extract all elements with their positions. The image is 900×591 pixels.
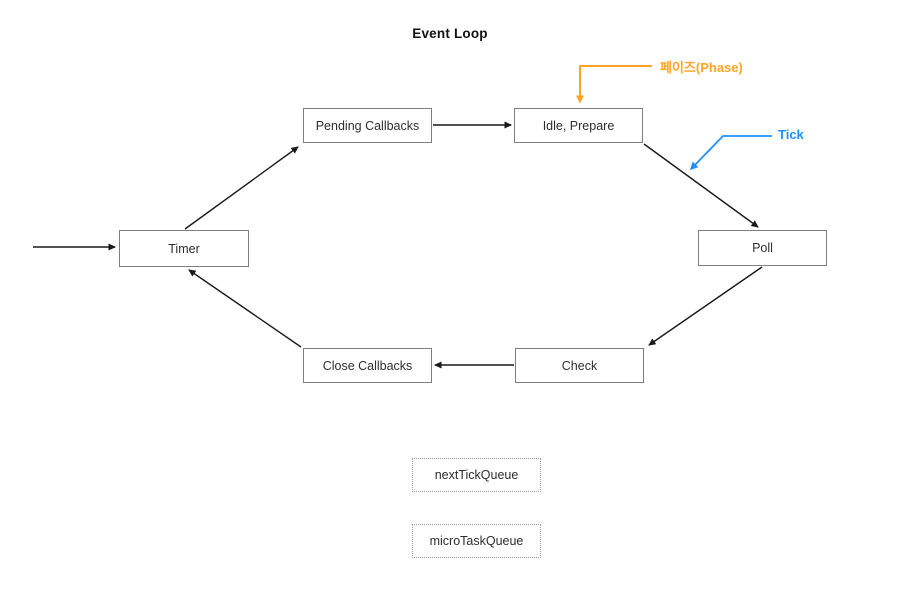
phase-callout-line — [576, 65, 652, 104]
node-timer: Timer — [119, 230, 249, 267]
arrow-timer-to-pending-callbacks — [184, 146, 299, 230]
node-poll: Poll — [698, 230, 827, 266]
node-pending-callbacks: Pending Callbacks — [303, 108, 432, 143]
node-close-callbacks: Close Callbacks — [303, 348, 432, 383]
queue-next-tick: nextTickQueue — [412, 458, 541, 492]
node-timer-label: Timer — [168, 241, 200, 256]
arrow-idle-prepare-to-poll — [643, 143, 759, 228]
arrow-poll-to-check — [648, 266, 763, 346]
tick-callout-line — [689, 135, 772, 171]
node-poll-label: Poll — [752, 241, 773, 255]
node-check: Check — [515, 348, 644, 383]
queue-next-tick-label: nextTickQueue — [434, 468, 519, 482]
node-pending-callbacks-label: Pending Callbacks — [315, 118, 420, 133]
queue-micro-task-label: microTaskQueue — [429, 534, 524, 548]
node-check-label: Check — [561, 358, 598, 373]
node-idle-prepare: Idle, Prepare — [514, 108, 643, 143]
diagram-title: Event Loop — [412, 26, 488, 41]
node-idle-prepare-label: Idle, Prepare — [542, 118, 615, 133]
queue-micro-task: microTaskQueue — [412, 524, 541, 558]
node-close-callbacks-label: Close Callbacks — [322, 358, 413, 373]
tick-annotation-label: Tick — [778, 127, 804, 142]
arrow-close-callbacks-to-timer — [188, 269, 302, 348]
phase-annotation-label: 페이즈(Phase) — [660, 60, 743, 75]
